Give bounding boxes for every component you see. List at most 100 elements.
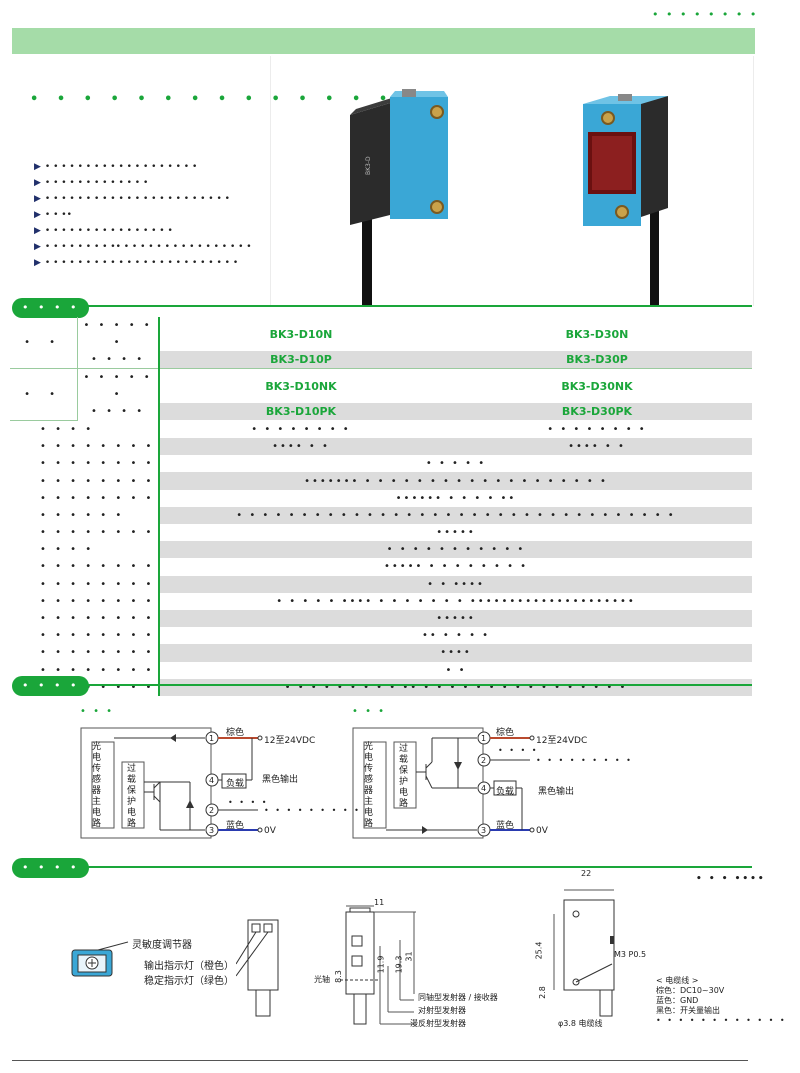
output-led-label: 输出指示灯（橙色） (144, 961, 234, 972)
sensor-image-large: BK3-D (350, 89, 448, 305)
dimension-section-label: • • • • (12, 858, 90, 878)
pin-1: 1 (209, 734, 215, 743)
spec-row: • • • • • • • • • • • • • •••• • • • • • … (10, 592, 752, 610)
main-circuit-label: 光电传感器主电路 (364, 742, 374, 829)
sub-label: • • • • • • (77, 317, 161, 351)
cable-brown: 棕色：DC10~30V (656, 986, 725, 995)
dim-11: 11 (374, 898, 385, 907)
spec-value: • • • • • • • • • • • (159, 541, 752, 559)
protect-circuit-label: 过载保护电路 (399, 744, 409, 809)
feature-text: • • • • • • • • • • • • • • • • • • • • … (44, 194, 230, 204)
optical-axis-label: 光轴 (314, 975, 330, 984)
arrow-icon: ▶ (34, 162, 41, 172)
brown-label: 棕色 (226, 728, 245, 738)
cable-black: 黑色：开关量输出 (656, 1006, 720, 1015)
spec-label: • • • • • • • • (10, 489, 160, 507)
arrow-icon: ▶ (34, 242, 41, 252)
spec-row: • • • • • • • • ••••• • • • • • • • • (10, 558, 752, 576)
spec-row: • • • • • • • •• • • • • (10, 455, 752, 473)
top-right-dots: • • • • • • • • (652, 8, 759, 21)
black-output-label: 黑色输出 (262, 775, 299, 785)
feature-text: • • • • • • • • • • • • • • • • (44, 226, 173, 236)
pin2-dots-ext: • • • • • • • • • (536, 756, 633, 765)
coax-label: 同轴型发射器 / 接收器 (418, 993, 498, 1002)
spec-value: •••• • • (442, 438, 752, 456)
dim-31: 31 (404, 951, 414, 962)
feature-item: ▶• • • • • • • • • • • • • • • • • • • •… (34, 258, 252, 274)
spec-label: • • • • • • • • (10, 592, 160, 610)
spec-row: • • • • • •• • • • • • • • • • • • • • •… (10, 506, 752, 524)
load-label: 负载 (496, 787, 515, 797)
pin-4: 4 (209, 776, 215, 785)
dim-22: 22 (581, 869, 592, 878)
spec-value: •••••• • • • • •• (395, 492, 517, 504)
model-row: • • • • BK3-D10PK BK3-D30PK (10, 403, 752, 421)
spec-row: • • • • • • • •••••• (10, 524, 752, 542)
arrow-icon: ▶ (34, 178, 41, 188)
dim-2-8: 2.8 (537, 986, 547, 999)
spec-value: • • •••• (159, 575, 752, 593)
zero-v-label: 0V (264, 826, 276, 836)
pin-4: 4 (481, 784, 487, 793)
spec-row: • • • • • • • •••••••• • • • • • • • • •… (10, 472, 752, 490)
spec-row: • • • • • • • • • • • • • • • • • • • • (10, 420, 752, 439)
circuit-section-label: • • • • (12, 676, 90, 696)
spec-value: •••• (159, 644, 752, 662)
cable-label: φ3.8 电缆线 (558, 1019, 603, 1028)
arrow-icon: ▶ (34, 258, 41, 268)
spec-row: • • • • • • • •• • •••• (10, 575, 752, 593)
spec-value: • • • • • • • • (547, 423, 647, 435)
feature-item: ▶• • • • • • • • • • • • • • • • (34, 226, 252, 242)
feature-text: • • •• (44, 210, 72, 220)
model-name: BK3-D10PK (159, 403, 442, 421)
pin2-dots: • • • • (498, 746, 539, 755)
circuit-right-title: • • • (352, 706, 387, 717)
spec-label: • • • • (10, 541, 160, 559)
brown-label: 棕色 (496, 728, 515, 738)
pin-3: 3 (209, 826, 215, 835)
spec-label: • • • • (10, 420, 160, 439)
dim-19-3: 19.3 (394, 955, 404, 974)
arrow-icon: ▶ (34, 210, 41, 220)
thru-beam-label: 对射型发射器 (418, 1006, 466, 1015)
cable-dots: • • • • • • • • • • • • (656, 1016, 787, 1025)
sub-label: • • • • (77, 351, 161, 369)
sensitivity-label: 灵敏度调节器 (132, 940, 192, 951)
dim-11-9: 11.9 (376, 955, 386, 974)
spec-label: • • • • • • • • (10, 575, 160, 593)
footer-rule (12, 1060, 748, 1061)
feature-item: ▶• • •• (34, 210, 252, 226)
spec-label: • • • • • • • • (10, 627, 160, 645)
spec-label: • • • • • • • • (10, 661, 160, 679)
dimension-right-dots: • • • •••• (696, 874, 766, 884)
spec-value: • • • • • • • • • •• • • • • • • • • • •… (159, 678, 752, 696)
spec-value: ••••• • • • • • • • • (383, 561, 529, 573)
title-bar (12, 28, 755, 54)
spec-table: • • • • • • • • BK3-D10N BK3-D30N • • • … (10, 317, 752, 696)
spec-row: • • • • • • • •••••• (10, 609, 752, 628)
svg-text:BK3-D: BK3-D (365, 156, 372, 175)
feature-text: • • • • • • • • • • • • • (44, 178, 149, 188)
diffuse-label: 漫反射型发射器 (410, 1019, 466, 1028)
sensor-side-view (340, 905, 416, 1025)
feature-text: • • • • • • • • • • • • • • • • • • • (44, 162, 198, 172)
model-name: BK3-D10N (269, 327, 333, 341)
spec-value: • • • • • •••• • • • • • • • •••••••••••… (276, 595, 636, 607)
feature-item: ▶• • • • • • • • • • • • • (34, 178, 252, 194)
model-name: BK3-D10NK (265, 379, 337, 393)
circuit-divider (76, 684, 752, 686)
spec-label: • • • • • • (10, 506, 160, 524)
feature-item: ▶• • • • • • • • • • • • • • • • • • • (34, 162, 252, 178)
photo-panel (270, 56, 754, 306)
spec-label: • • • • • • • • (10, 558, 160, 576)
feature-item: ▶• • • • • • • • • • • • • • • • • • • •… (34, 194, 252, 210)
dim-8-3: 8.3 (333, 970, 343, 983)
group-label: • • (10, 317, 79, 369)
pin2-dots-ext: • • • • • • • • • (264, 806, 361, 815)
cable-blue: 蓝色：GND (656, 996, 699, 1005)
spec-row: • • • • • • • • •••• • • •••• • • (10, 438, 752, 456)
circuit-diagram-pnp (352, 727, 535, 839)
spec-section-label: • • • • (12, 298, 90, 318)
spec-label: • • • • • • • • (10, 455, 160, 473)
circuit-diagram-npn (80, 727, 263, 839)
